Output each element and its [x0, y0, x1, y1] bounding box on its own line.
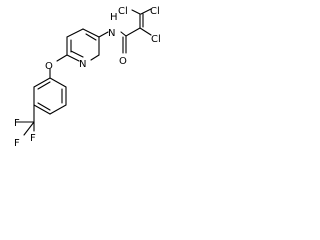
bond — [33, 77, 51, 88]
bond — [131, 9, 141, 15]
bond — [33, 104, 51, 115]
bond — [82, 28, 100, 38]
atom-o-carbonyl: O — [119, 56, 127, 67]
atom-f-bottom-left: F — [14, 138, 20, 149]
bond — [140, 8, 152, 15]
bond — [139, 27, 152, 36]
atom-f-top: F — [14, 118, 20, 129]
bond — [85, 33, 97, 41]
atom-labels: Cl Cl Cl H N N O O F F F — [14, 6, 161, 149]
atom-cl-top-right: Cl — [150, 6, 160, 17]
bond — [125, 27, 141, 37]
bond — [120, 31, 127, 37]
atom-n-pyridine: N — [79, 59, 86, 70]
atom-f-bottom-right: F — [30, 133, 36, 144]
atom-h: H — [110, 12, 118, 23]
bond — [37, 81, 51, 90]
bond — [56, 54, 68, 62]
atom-n-amide: N — [108, 28, 115, 39]
atom-cl-top-left: Cl — [118, 6, 128, 17]
chemical-structure: Cl Cl Cl H N N O O F F F — [14, 6, 161, 149]
bonds — [15, 8, 152, 136]
atom-cl-right: Cl — [151, 34, 161, 45]
bond — [70, 50, 84, 58]
bond — [49, 104, 67, 115]
atom-o-ether: O — [45, 61, 53, 72]
bond — [23, 121, 35, 136]
bond — [66, 54, 80, 62]
bond — [49, 77, 67, 88]
bond — [66, 28, 84, 38]
bond — [98, 31, 109, 38]
bond — [37, 102, 51, 111]
bond — [90, 54, 100, 61]
